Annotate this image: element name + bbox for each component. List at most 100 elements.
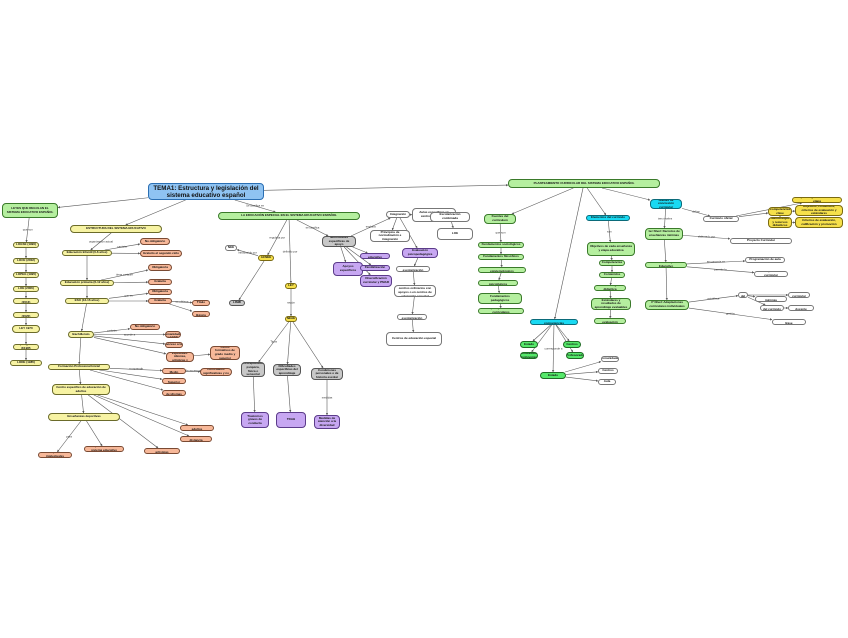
node-gold-a[interactable]: NEAE [285, 316, 297, 322]
node-p-d[interactable]: Dificultades específicas del aprendizaje [273, 364, 301, 376]
node-e-1[interactable]: Objetivos de cada enseñanza y etapa educ… [587, 242, 635, 256]
node-modalidades[interactable]: Modalidades: Ciencias, Humanidades y CCS… [165, 331, 181, 338]
node-acnee[interactable]: ACNEE [258, 255, 274, 261]
node-ens-deportivas[interactable]: Enseñanzas deportivas [48, 413, 120, 421]
node-cur-r1[interactable]: Currículo oficial [703, 216, 739, 222]
node-titulo[interactable]: Título [192, 300, 210, 306]
node-fuentes[interactable]: Fuentes del currículum [484, 214, 516, 224]
node-d-1[interactable]: Estado [520, 341, 538, 348]
node-adultos-a[interactable]: Educación de adultos [180, 425, 214, 431]
node-e-4[interactable]: Metodología didáctica [594, 285, 626, 291]
node-d-2[interactable]: Comunidades Autónomas [520, 352, 538, 359]
node-cur-r2[interactable]: Proyecto Curricular [730, 238, 792, 244]
node-ens-especiales[interactable]: Enseñanzas especiales: idiomas, artístic… [166, 352, 194, 362]
node-prueba-acceso[interactable]: Prueba de acceso a la universidad [165, 342, 183, 348]
node-gold-r1[interactable]: Objetivos generales de cada etapa [792, 197, 842, 203]
node-e-5[interactable]: Estándares y resultados de aprendizaje e… [591, 298, 631, 310]
node-fp-title[interactable]: Formación Profesional Inicial [48, 364, 110, 370]
node-int-b[interactable]: Evaluación psicopedagógica [402, 248, 438, 258]
node-f-6[interactable]: Principios y concreciones curriculares [478, 308, 524, 314]
node-law-2[interactable]: LOCE (2002) [13, 258, 39, 264]
node-f-3[interactable]: Fundamentos epistemológicos [478, 267, 526, 273]
node-integracion[interactable]: Integración [386, 211, 410, 218]
node-ne-grey[interactable]: Necesidades específicas de apoyo [322, 236, 356, 247]
node-obligatoria-2[interactable]: Obligatoria [148, 289, 172, 295]
node-laws-header[interactable]: LEYES QUE REGULAN EL SISTEMA EDUCATIVO E… [2, 203, 58, 218]
node-p-b[interactable]: Altas capacidades intelectuales [38, 452, 72, 458]
node-fp-basica[interactable]: FP Básica [192, 311, 210, 317]
node-law-6[interactable]: LOMLOE (2020) [13, 312, 39, 318]
node-gold-r2[interactable]: Competencias clave [768, 207, 792, 216]
node-gold-r5[interactable]: Criterios de evaluación, calificación y … [795, 217, 843, 228]
node-title[interactable]: TEMA1: Estructura y legislación del sist… [148, 183, 264, 200]
node-eso[interactable]: ESO (12-16 años) [65, 298, 109, 304]
node-p-e[interactable]: Condiciones personales o de historia esc… [311, 368, 343, 380]
node-lismi[interactable]: LISMI [229, 300, 245, 306]
node-law-8[interactable]: Ley Orgánica 8/1985 [13, 344, 39, 350]
node-dist[interactable]: Distribución de competencias [530, 319, 578, 325]
node-special-header[interactable]: LA EDUCACIÓN ESPECIAL EN EL SISTEMA EDUC… [218, 212, 360, 220]
node-f-1[interactable]: Fundamentos sociológicos [478, 242, 524, 248]
node-m-b[interactable]: Apoyos específicos [333, 262, 363, 276]
node-edu-primaria[interactable]: Educación primaria (6-12 años) [60, 280, 114, 286]
node-int-a[interactable]: Principios de normalización e integració… [370, 230, 410, 242]
node-p-g[interactable]: TDAH [276, 412, 306, 428]
node-ley[interactable]: LEY [285, 283, 297, 289]
node-f-4[interactable]: Fundamentos psicológicos [478, 280, 518, 286]
node-no-obligatorio[interactable]: No obligatorio [140, 238, 170, 245]
node-n-1[interactable]: 1er Nivel: Decretos de enseñanzas mínima… [645, 228, 683, 240]
node-e-2[interactable]: Competencias [599, 260, 625, 266]
node-cur-r10[interactable]: Diseño Curricular Base [772, 319, 806, 325]
node-law-1[interactable]: LOGSE (1990) [13, 242, 39, 248]
node-e-6[interactable]: Criterios de evaluación [594, 318, 626, 324]
node-d-4[interactable]: Profesorado [566, 352, 584, 359]
node-m-d[interactable]: Flexibilización [360, 265, 390, 271]
node-medidas[interactable]: Medidas de atención a la diversidad [314, 415, 340, 429]
node-f-5[interactable]: Fundamentos pedagógicos [478, 293, 522, 304]
node-int-d[interactable]: Escolarización en centros ordinarios con… [394, 285, 436, 297]
node-gold-r3[interactable]: Objetivos, contenidos, criterios de eval… [795, 205, 843, 216]
node-n-4[interactable]: 4º Nivel: Adaptaciones curriculares indi… [645, 300, 689, 310]
node-p-a[interactable]: Discapacidad psíquica, física o sensoria… [241, 362, 265, 377]
node-ca-4[interactable]: Aula [598, 379, 616, 385]
node-cur-r7[interactable]: Desarrollo curricular [788, 292, 810, 298]
node-cur-r5[interactable]: Aspectos básicos del currículo [738, 292, 748, 298]
node-obligatoria-1[interactable]: Obligatoria [148, 264, 172, 271]
node-curr-header[interactable]: PLANTEAMIENTO CURRICULAR DEL SISTEMA EDU… [508, 179, 660, 188]
node-structure-header[interactable]: ESTRUCTURA DEL SISTEMA EDUCATIVO [70, 225, 162, 233]
node-grado-medio[interactable]: FP Grado Medio [162, 368, 186, 374]
node-m-a[interactable]: Adaptaciones curriculares significativas… [200, 368, 232, 376]
node-int-h[interactable]: Escolarización combinada [430, 212, 470, 222]
node-e-3[interactable]: Contenidos [599, 272, 625, 278]
node-gratuito-2ciclo[interactable]: Gratuito el segundo ciclo [140, 250, 182, 257]
node-bachillerato[interactable]: Bachillerato [68, 331, 94, 338]
node-gratuita-1[interactable]: Gratuita [148, 279, 172, 285]
node-m-c[interactable]: Refuerzo educativo [360, 253, 390, 259]
node-no-obligatorio-2[interactable]: No obligatorio [130, 324, 160, 330]
node-ens-artisticas[interactable]: Enseñanzas artísticas [144, 448, 180, 454]
node-n-2[interactable]: 2º Nivel: Proyecto Educativo [645, 262, 687, 268]
node-int-c[interactable]: Dictamen de escolarización [396, 266, 430, 272]
node-gold-r4[interactable]: Metodología y recursos didácticos [768, 217, 792, 228]
node-d-3[interactable]: Centros [563, 341, 581, 348]
node-niveles[interactable]: Niveles de concreción curricular [650, 199, 682, 209]
node-m-e[interactable]: Diversificación curricular y PMAR [360, 275, 392, 287]
node-law-5[interactable]: LOMCE (2013) [13, 298, 39, 304]
node-p-c[interactable]: Incorporación tardía al sistema educativ… [84, 446, 124, 452]
node-law-9[interactable]: LODE (1985) [10, 360, 42, 366]
node-ca-2[interactable]: Comunidades [601, 356, 619, 362]
node-int-f[interactable]: Centros de educación especial [386, 332, 442, 346]
node-ca-1[interactable]: Estado [540, 372, 566, 379]
node-p-f[interactable]: Trastornos graves de conducta [241, 412, 269, 428]
node-adultos[interactable]: Centro específico de educación de adulto… [52, 384, 110, 395]
node-nee[interactable]: NEE [225, 245, 237, 251]
node-cur-r3[interactable]: Programación de aula [745, 257, 785, 263]
node-cur-r8[interactable]: Concreción del currículo [760, 305, 784, 311]
node-cur-r9[interactable]: Planificación docente [788, 305, 814, 311]
node-elementos[interactable]: Elementos del currículo [586, 215, 630, 221]
node-ens-idiomas[interactable]: Enseñanzas de idiomas [162, 390, 186, 396]
node-cur-r4[interactable]: Adaptación curricular [754, 271, 788, 277]
node-f-2[interactable]: Fundamentos filosóficos [478, 254, 524, 260]
node-edu-infantil[interactable]: Educación Infantil (0-6 años) [62, 250, 112, 256]
node-int-e[interactable]: Modalidades de escolarización [397, 314, 427, 320]
